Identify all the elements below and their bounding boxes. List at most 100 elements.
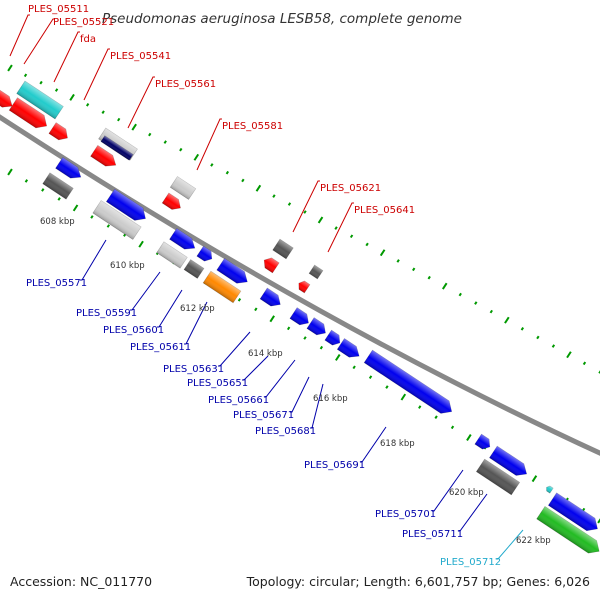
gene-label-inner[interactable]: PLES_05631 [163,364,224,375]
kbp-label: 612 kbp [180,304,215,314]
tick-mark [441,282,448,290]
gene-feature[interactable] [42,172,74,200]
gene-feature[interactable] [169,176,197,200]
gene-feature[interactable] [216,257,251,287]
gene-label-inner[interactable]: PLES_05712 [440,557,501,568]
genome-backbone [0,114,600,456]
gene-label-inner[interactable]: PLES_05571 [26,278,87,289]
gene-feature[interactable] [545,485,554,494]
gene-label-outer[interactable]: PLES_05581 [222,121,283,132]
kbp-label: 616 kbp [313,394,348,404]
gene-feature[interactable] [92,200,142,240]
gene-shading [169,228,195,250]
gene-feature[interactable] [363,349,456,418]
gene-shading [337,338,360,358]
gene-label-outer[interactable]: PLES_05541 [110,51,171,62]
gene-label-outer[interactable]: PLES_05521 [53,17,114,28]
gene-label-inner[interactable]: PLES_05611 [130,342,191,353]
gene-feature[interactable] [474,433,493,452]
tick-mark [69,93,75,101]
tick-mark [193,153,200,161]
gene-feature[interactable] [105,188,149,225]
gene-label-outer[interactable]: PLES_05641 [354,205,415,216]
gene-label-inner[interactable]: PLES_05591 [76,308,137,319]
gene-label-outer[interactable]: PLES_05561 [155,79,216,90]
gene-feature[interactable] [202,270,242,304]
gene-feature[interactable] [196,245,215,264]
tick-mark [57,197,61,201]
gene-shading [162,193,181,210]
gene-feature[interactable] [169,227,199,253]
label-leader [360,426,387,463]
gene-feature[interactable] [55,156,85,182]
gene-feature[interactable] [259,287,284,310]
tick-mark [106,224,110,228]
gene-label-outer[interactable]: PLES_05621 [320,183,381,194]
tick-mark [334,226,338,230]
gene-feature[interactable] [536,506,600,557]
gene-label-inner[interactable]: PLES_05651 [187,378,248,389]
gene-feature[interactable] [100,135,134,161]
gene-label-inner[interactable]: PLES_05601 [103,325,164,336]
label-leader [130,271,161,311]
gene-shading [48,122,68,140]
gene-feature[interactable] [296,279,311,294]
gene-feature[interactable] [48,122,71,144]
tick-mark [131,123,137,131]
tick-track [7,64,600,524]
gene-feature[interactable] [308,264,324,280]
tick-mark [272,194,276,198]
tick-mark [319,345,324,350]
kbp-label: 610 kbp [110,261,145,271]
gene-shading [474,434,490,450]
gene-feature[interactable] [289,307,312,329]
gene-shading [0,88,13,108]
tick-mark [489,309,493,314]
label-leader [83,48,110,101]
gene-label-inner[interactable]: PLES_05691 [304,460,365,471]
gene-feature[interactable] [161,192,184,213]
gene-feature[interactable] [475,458,521,496]
accession-text: Accession: NC_011770 [10,574,152,589]
tick-mark [396,259,400,263]
tick-mark [7,64,13,72]
gene-label-inner[interactable]: PLES_05671 [233,410,294,421]
gene-label-outer[interactable]: fda [80,34,96,45]
kbp-label: 614 kbp [248,349,283,359]
gene-feature[interactable] [0,88,16,112]
tick-mark [598,370,600,374]
tick-mark [39,80,43,85]
gene-feature[interactable] [272,238,294,260]
gene-feature[interactable] [90,144,120,170]
label-leader [310,383,324,429]
gene-label-inner[interactable]: PLES_05661 [208,395,269,406]
gene-label-inner[interactable]: PLES_05711 [402,529,463,540]
gene-feature[interactable] [324,329,343,348]
tick-mark [24,179,29,183]
gene-shading [364,350,452,414]
gene-feature[interactable] [306,317,329,339]
gene-shading [216,258,248,284]
gene-feature[interactable] [547,492,600,535]
label-leader [458,493,488,532]
tick-mark [117,117,121,122]
gene-feature[interactable] [183,259,205,279]
gene-feature[interactable] [489,445,530,480]
gene-feature[interactable] [16,80,64,120]
gene-label-inner[interactable]: PLES_05701 [375,509,436,520]
gene-feature[interactable] [8,97,51,133]
tick-mark [418,405,422,409]
gene-label-inner[interactable]: PLES_05681 [255,426,316,437]
gene-shading [203,271,241,303]
tick-mark [520,326,525,331]
gene-feature[interactable] [156,241,188,269]
gene-shading [16,81,64,119]
gene-shading [309,265,323,279]
gene-label-outer[interactable]: PLES_05511 [28,4,89,15]
gene-feature[interactable] [261,255,280,274]
gene-feature[interactable] [336,338,363,362]
tick-mark [72,204,79,212]
tick-mark [225,170,230,175]
tick-mark [90,215,94,219]
gene-shading [546,486,554,494]
